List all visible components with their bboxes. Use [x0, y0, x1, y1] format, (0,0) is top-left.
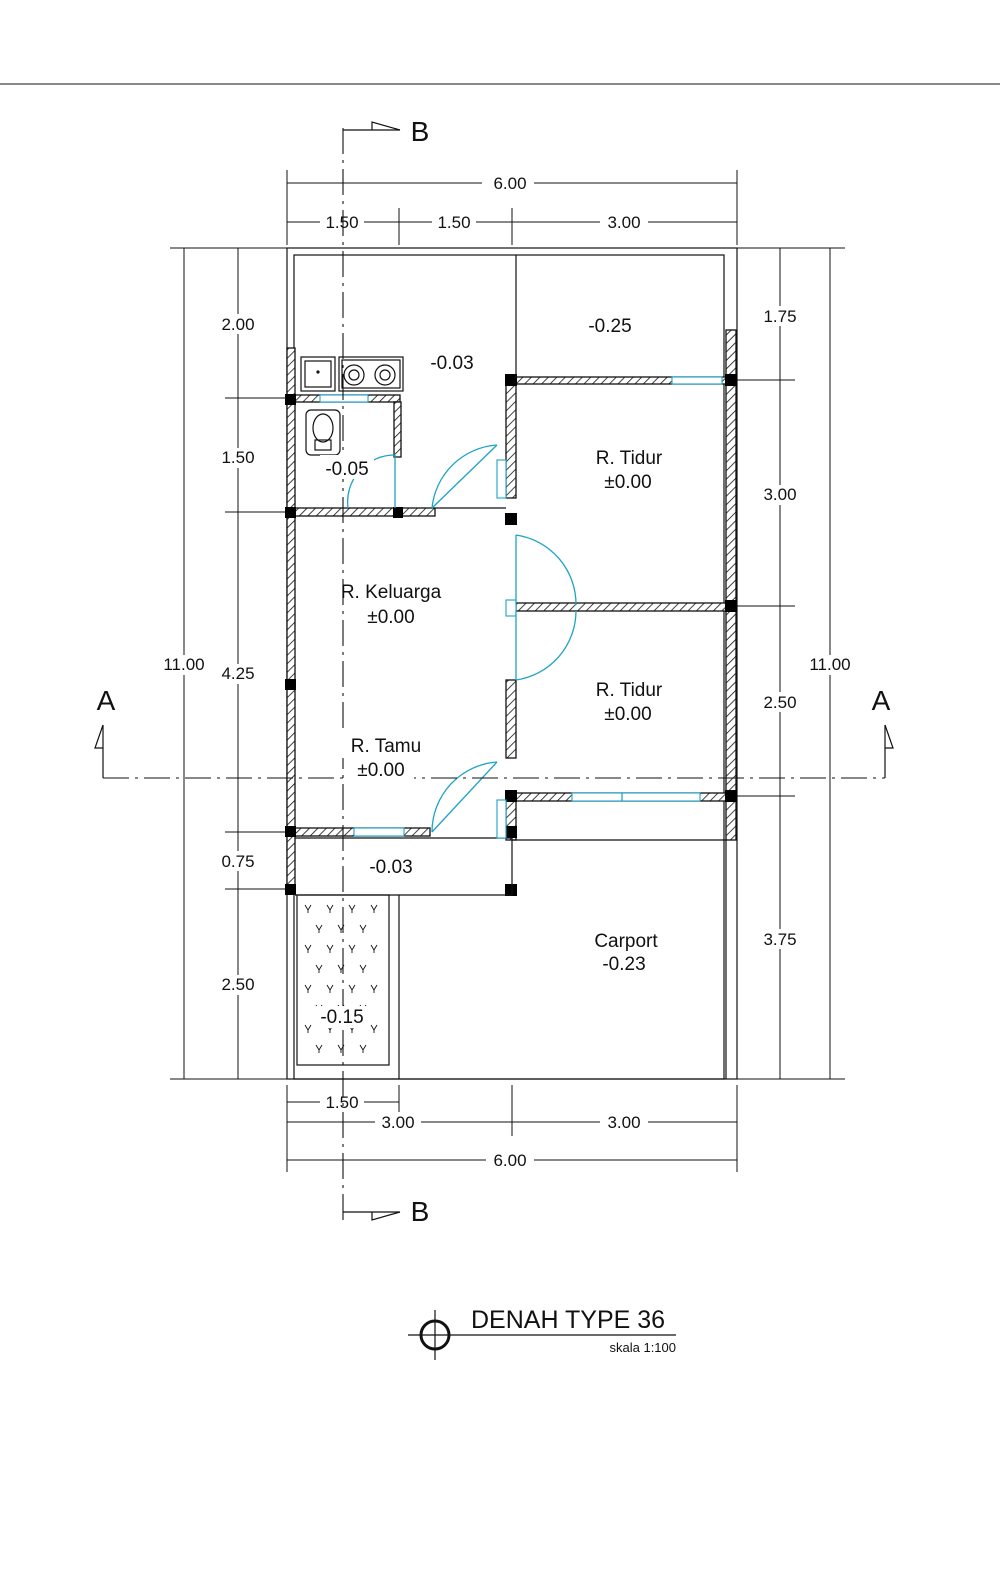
section-line-b: B B	[342, 116, 430, 1227]
grass-mark	[348, 904, 356, 913]
terrace-level: -0.03	[369, 857, 412, 878]
north-symbol-icon	[408, 1310, 676, 1360]
dim-left-2: 1.50	[221, 448, 254, 467]
dim-right-1: 1.75	[763, 307, 796, 326]
grass-mark	[326, 944, 334, 953]
family-room-level: ±0.00	[367, 607, 414, 628]
dim-top-2: 1.50	[437, 213, 470, 232]
family-room-name: R. Keluarga	[341, 582, 442, 603]
bath-level: -0.05	[325, 459, 368, 480]
bedroom-1-name: R. Tidur	[596, 448, 663, 469]
dim-top-3: 3.00	[607, 213, 640, 232]
carport-level: -0.23	[602, 954, 645, 975]
grass-mark	[315, 964, 323, 973]
dim-bottom-2: 3.00	[381, 1113, 414, 1132]
dim-bottom-3: 3.00	[607, 1113, 640, 1132]
grass-mark	[348, 944, 356, 953]
dim-top-1: 1.50	[325, 213, 358, 232]
bedroom-2-name: R. Tidur	[596, 680, 663, 701]
grass-mark	[359, 964, 367, 973]
sink-icon	[300, 356, 336, 392]
grass-mark	[326, 904, 334, 913]
toilet-icon	[305, 409, 341, 456]
grass-mark	[359, 1044, 367, 1053]
dim-right-2: 3.00	[763, 485, 796, 504]
garden-level: -0.15	[320, 1007, 363, 1028]
grass-mark	[370, 904, 378, 913]
bedroom-1-level: ±0.00	[604, 472, 651, 493]
dim-left-3: 4.25	[221, 664, 254, 683]
dim-bottom-1: 1.50	[325, 1093, 358, 1112]
section-a-label-left: A	[97, 685, 116, 716]
dimension-left: 11.00 2.00 1.50 4.25 0.75 2.50	[155, 247, 287, 1080]
grass-mark	[304, 944, 312, 953]
title-block: DENAH TYPE 36 skala 1:100	[408, 1306, 676, 1360]
columns	[285, 374, 737, 896]
grass-mark	[348, 984, 356, 993]
section-b-label-top: B	[411, 116, 430, 147]
grass-mark	[304, 904, 312, 913]
grass-mark	[315, 924, 323, 933]
dim-top-total: 6.00	[493, 174, 526, 193]
grass-mark	[370, 984, 378, 993]
dim-right-total: 11.00	[809, 655, 850, 674]
site-outline	[286, 247, 738, 1080]
grass-mark	[304, 1024, 312, 1033]
dimension-top: 6.00 1.50 1.50 3.00	[286, 170, 738, 245]
grass-mark	[370, 944, 378, 953]
section-b-label-bottom: B	[411, 1196, 430, 1227]
living-room-level: ±0.00	[357, 760, 404, 781]
dim-left-total: 11.00	[163, 655, 204, 674]
section-line-a: A A	[94, 685, 894, 779]
garden-area	[296, 894, 390, 1066]
grass-mark	[359, 924, 367, 933]
grass-mark	[315, 1044, 323, 1053]
kitchen-level: -0.03	[430, 353, 473, 374]
drawing-title: DENAH TYPE 36	[471, 1306, 665, 1334]
room-labels: -0.03 -0.25 -0.05 R. Tidur ±0.00 R. Kelu…	[314, 316, 663, 1028]
dim-right-4: 3.75	[763, 930, 796, 949]
dim-left-1: 2.00	[221, 315, 254, 334]
bedroom-2-level: ±0.00	[604, 704, 651, 725]
dim-right-3: 2.50	[763, 693, 796, 712]
windows	[319, 376, 723, 839]
dim-left-4: 0.75	[221, 852, 254, 871]
dimension-right: 1.75 3.00 2.50 3.75 11.00	[737, 247, 858, 1080]
dim-bottom-total: 6.00	[493, 1151, 526, 1170]
stove-icon	[338, 356, 404, 392]
interior-lines	[295, 255, 727, 1079]
dim-left-5: 2.50	[221, 975, 254, 994]
section-a-label-right: A	[872, 685, 891, 716]
living-room-name: R. Tamu	[351, 736, 421, 757]
drawing-scale: skala 1:100	[610, 1340, 677, 1355]
dimension-bottom: 1.50 3.00 3.00 6.00	[286, 1085, 738, 1172]
grass-mark	[370, 1024, 378, 1033]
grass-mark	[304, 984, 312, 993]
carport-name: Carport	[594, 931, 658, 952]
doors	[346, 444, 577, 833]
grass-mark	[326, 984, 334, 993]
top-right-level: -0.25	[588, 316, 631, 337]
